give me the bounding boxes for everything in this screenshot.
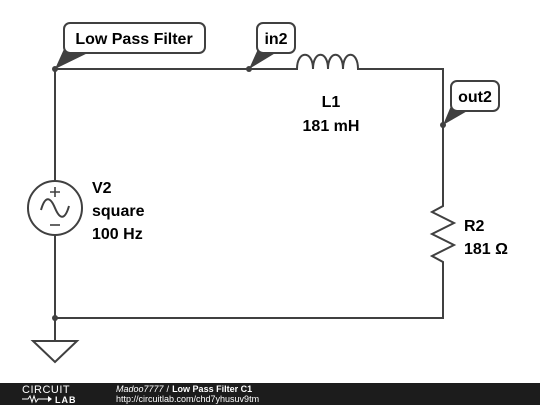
footer-bar: CIRCUIT LAB Madoo7777/Low Pass Filter C1… <box>0 383 540 405</box>
footer-credit: Madoo7777/Low Pass Filter C1 <box>116 384 252 394</box>
resistor-ref: R2 <box>464 218 485 235</box>
wire-top-right <box>367 68 444 203</box>
inductor-value: 181 mH <box>303 118 360 135</box>
wire-bottom <box>54 265 444 319</box>
node-label-text: out2 <box>458 89 492 106</box>
resistor-value: 181 Ω <box>464 241 508 258</box>
inductor-symbol <box>293 53 368 70</box>
ground-symbol <box>30 340 80 364</box>
resistor-symbol <box>429 202 457 266</box>
credit-separator: / <box>166 384 170 394</box>
circuitlab-logo[interactable]: CIRCUIT LAB <box>22 383 94 405</box>
logo-top-text: CIRCUIT <box>22 384 70 396</box>
node-label-in2[interactable]: in2 <box>249 22 296 69</box>
source-type: square <box>92 203 145 220</box>
node-label-text: in2 <box>264 31 287 48</box>
source-value: 100 Hz <box>92 226 143 243</box>
node-label-out2[interactable]: out2 <box>443 80 500 125</box>
logo-resistor-icon <box>22 394 48 404</box>
node-label-low-pass-filter[interactable]: Low Pass Filter <box>55 22 206 69</box>
footer-url[interactable]: http://circuitlab.com/chd7yhusuv9tm <box>116 394 260 404</box>
circuit-schematic: Low Pass Filter in2 out2 L1 181 mH R2 18… <box>27 22 508 364</box>
source-ref: V2 <box>92 180 112 197</box>
junction-dot <box>52 315 58 321</box>
logo-arrow-icon <box>48 396 52 402</box>
node-label-text: Low Pass Filter <box>75 31 192 48</box>
inductor-ref: L1 <box>322 94 341 111</box>
author-name[interactable]: Madoo7777 <box>116 384 164 394</box>
project-title[interactable]: Low Pass Filter C1 <box>172 384 253 394</box>
voltage-source-symbol <box>27 180 83 236</box>
logo-bottom-text: LAB <box>55 395 77 405</box>
